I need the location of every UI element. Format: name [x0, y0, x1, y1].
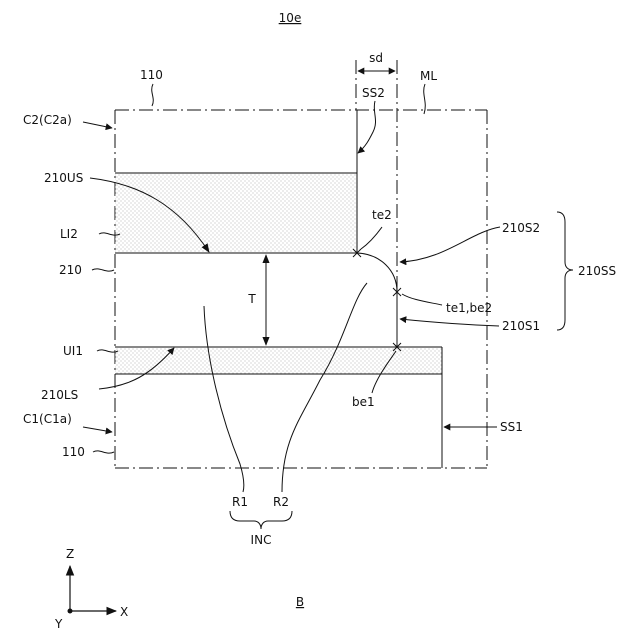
- ui1-dotted-layer: [115, 347, 442, 374]
- t-label: T: [247, 292, 256, 306]
- label-r1: R1: [232, 495, 248, 509]
- leader-210s1: [400, 319, 499, 326]
- label-210s1: 210S1: [502, 319, 540, 333]
- label-inc: INC: [251, 533, 272, 547]
- label-r2: R2: [273, 495, 289, 509]
- label-be1: be1: [352, 395, 375, 409]
- label-ui1: UI1: [63, 344, 83, 358]
- structure-lines: [115, 110, 442, 468]
- view-label: B: [296, 595, 304, 609]
- cross-markers: [353, 249, 401, 351]
- label-210ss: 210SS: [578, 264, 616, 278]
- leader-c1: [83, 427, 112, 432]
- label-te2: te2: [372, 208, 392, 222]
- leader-te1-be2: [402, 294, 442, 305]
- leader-110-top: [152, 84, 154, 106]
- leader-r2: [282, 283, 367, 492]
- brace-210ss: [557, 212, 573, 330]
- leader-lines: [83, 84, 573, 529]
- leader-210: [92, 269, 114, 271]
- outer-boundary: [115, 60, 487, 468]
- axis-z-label: Z: [66, 547, 74, 561]
- leader-r1: [204, 306, 244, 492]
- label-ss1: SS1: [500, 420, 523, 434]
- leader-110-bottom: [93, 451, 114, 453]
- label-li2: LI2: [60, 227, 78, 241]
- y-axis-origin-dot: [68, 609, 73, 614]
- leader-210s2: [400, 227, 500, 262]
- label-210us: 210US: [44, 171, 83, 185]
- label-210s2: 210S2: [502, 221, 540, 235]
- brace-inc: [230, 511, 292, 529]
- figure-title: 10e: [279, 11, 302, 25]
- leader-te2: [361, 227, 382, 249]
- layer-210-curved-sidewall: [357, 253, 397, 347]
- label-210: 210: [59, 263, 82, 277]
- label-ml: ML: [420, 69, 437, 83]
- label-ss2: SS2: [362, 86, 385, 100]
- axis-x-label: X: [120, 605, 128, 619]
- coordinate-axes: Z X Y: [54, 547, 128, 631]
- label-te1-be2: te1,be2: [446, 301, 492, 315]
- leader-c2: [83, 122, 112, 128]
- axis-y-label: Y: [54, 617, 63, 631]
- leader-ss2: [358, 101, 376, 153]
- sd-label: sd: [369, 51, 383, 65]
- leader-ml: [424, 84, 426, 114]
- label-110-top: 110: [140, 68, 163, 82]
- label-c2: C2(C2a): [23, 113, 72, 127]
- li2-dotted-layer: [115, 173, 357, 253]
- label-c1: C1(C1a): [23, 412, 72, 426]
- label-210ls: 210LS: [41, 388, 78, 402]
- label-110-bottom: 110: [62, 445, 85, 459]
